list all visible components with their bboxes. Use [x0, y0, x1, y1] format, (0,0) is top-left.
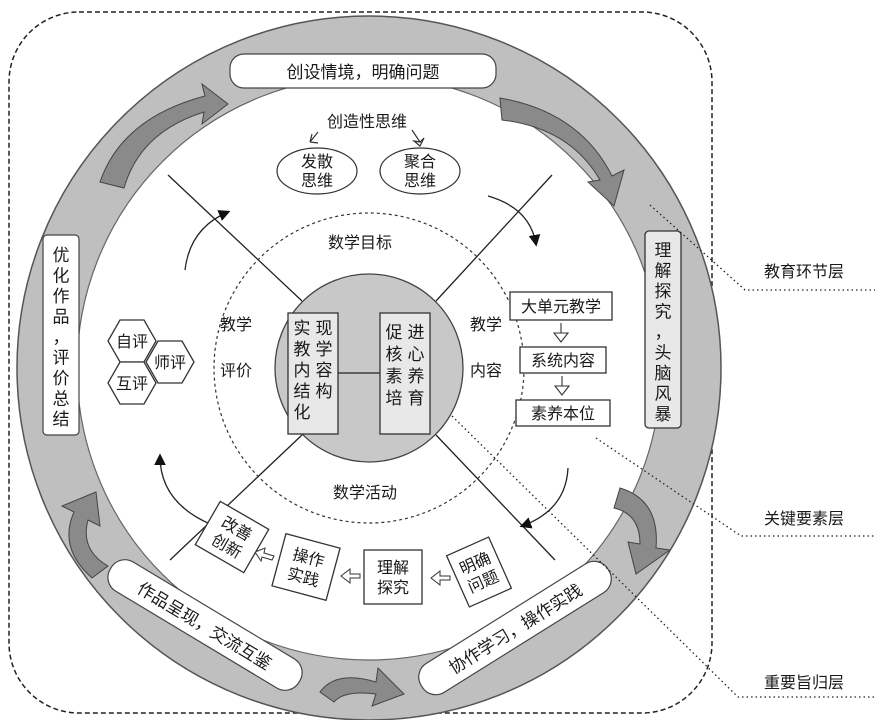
hollow-arrow-right [411, 129, 425, 147]
svg-text:教学: 教学 [220, 315, 252, 334]
flow-arrow-se [519, 467, 569, 529]
core-right-char: 育 [408, 389, 425, 409]
step-arrow-3 [254, 547, 275, 563]
ring-arrows [60, 82, 672, 707]
step-improve-innovate: 改善 创新 [194, 500, 270, 574]
ring-right-char: 解 [655, 262, 672, 282]
step-operate-practice: 操作 实践 [271, 532, 341, 602]
label-teaching-content: 教学 内容 [470, 315, 502, 380]
ring-right-char: 理 [655, 241, 672, 261]
thinking-title: 创造性思维 [327, 112, 407, 131]
label-math-goal: 数学目标 [328, 233, 392, 252]
svg-text:自评: 自评 [116, 332, 148, 351]
ring-arrow-left-bottom [60, 491, 109, 579]
layer-education-link: 教育环节层 [764, 262, 844, 281]
label-teaching-evaluation: 教学 评价 [220, 315, 252, 380]
hex-peer [107, 361, 157, 405]
ring-left-char: 价 [53, 369, 70, 389]
divider-line-nw [167, 174, 303, 302]
core-left-char: 教 [294, 340, 311, 360]
svg-text:思维: 思维 [301, 171, 333, 190]
step-understand-explore: 理解 探究 [363, 549, 423, 605]
core-left-char: 结 [294, 382, 311, 402]
svg-text:系统内容: 系统内容 [531, 351, 595, 370]
core-left-char: 学 [316, 340, 333, 360]
core-box-structure: 实现教学内容结构化 [287, 312, 339, 435]
flow-arrow-sw [154, 453, 211, 525]
svg-text:理解: 理解 [377, 558, 409, 577]
ring-right-char: 暴 [655, 405, 672, 425]
svg-text:互评: 互评 [116, 374, 148, 393]
ring-right-char: 探 [655, 282, 672, 302]
flow-arrow-ne [487, 195, 541, 247]
svg-text:创设情境，明确问题: 创设情境，明确问题 [287, 63, 440, 83]
divider-line-ne [435, 174, 553, 302]
ring-left-char: ， [53, 328, 70, 348]
ring-right-char: 脑 [655, 364, 672, 384]
step-arrow-2 [340, 567, 361, 585]
core-right-char: 核 [386, 345, 403, 365]
core-right-char: 素 [386, 367, 403, 387]
ring-left-char: 总 [53, 390, 70, 410]
ring-left-char: 化 [53, 267, 70, 287]
leader-core-purpose [451, 415, 875, 698]
unit-chain: 大单元教学 系统内容 素养本位 [509, 291, 613, 427]
svg-text:教学: 教学 [470, 315, 502, 334]
ring-right-char: 风 [655, 385, 672, 405]
step-clarify-problem: 明确 问题 [445, 536, 513, 608]
hex-teacher [145, 340, 195, 384]
ring-right-char: ， [655, 323, 672, 343]
svg-text:大单元教学: 大单元教学 [521, 297, 601, 316]
core-right-char: 心 [408, 345, 425, 365]
ring-left-char: 评 [53, 349, 70, 369]
svg-text:评价: 评价 [220, 361, 252, 380]
svg-text:师评: 师评 [154, 353, 186, 372]
core-left-char: 实 [294, 319, 311, 339]
svg-text:内容: 内容 [470, 361, 502, 380]
ring-left-char: 品 [53, 308, 70, 328]
core-right-char: 促 [386, 323, 403, 343]
flow-arrow-nw [184, 210, 231, 271]
evaluation-hexagons: 自评 师评 互评 [107, 319, 195, 405]
core-left-char: 内 [294, 361, 311, 381]
svg-text:素养本位: 素养本位 [531, 404, 595, 423]
core-right-char: 培 [386, 389, 403, 409]
ring-right-char: 头 [655, 344, 672, 364]
core-left-char: 构 [316, 382, 333, 402]
ring-left-char: 优 [53, 246, 70, 266]
svg-text:聚合: 聚合 [404, 152, 436, 171]
core-left-char: 现 [316, 319, 333, 339]
core-left-char: 容 [316, 361, 333, 381]
layer-core-purpose: 重要旨归层 [764, 673, 844, 692]
label-math-activity: 数学活动 [333, 483, 397, 502]
ring-arrow-bottom [319, 666, 405, 707]
hollow-arrow-left [309, 131, 319, 144]
ring-left-char: 作 [53, 287, 70, 307]
ring-left-char: 结 [53, 410, 70, 430]
divider-line-sw [169, 434, 303, 561]
svg-text:思维: 思维 [404, 171, 436, 190]
ring-arrow-top-left [99, 82, 229, 189]
ring-right-char: 究 [655, 303, 672, 323]
divider-line-se [435, 434, 556, 561]
svg-text:探究: 探究 [377, 578, 409, 597]
convergent-thinking-node: 聚合 思维 [379, 147, 461, 195]
leader-education-link [649, 204, 875, 291]
svg-text:发散: 发散 [301, 152, 333, 171]
layer-key-elements: 关键要素层 [764, 509, 844, 528]
divergent-thinking-node: 发散 思维 [276, 147, 358, 195]
core-left-char: 化 [294, 403, 311, 423]
ring-arrow-top-right [499, 97, 625, 207]
ring-caption-top: 创设情境，明确问题 [229, 53, 497, 89]
step-arrow-1 [430, 569, 451, 587]
core-right-char: 养 [408, 367, 425, 387]
core-right-char: 进 [408, 323, 425, 343]
core-box-literacy: 促进核心素养培育 [379, 312, 431, 435]
ring-arrow-right-bottom [613, 487, 672, 575]
